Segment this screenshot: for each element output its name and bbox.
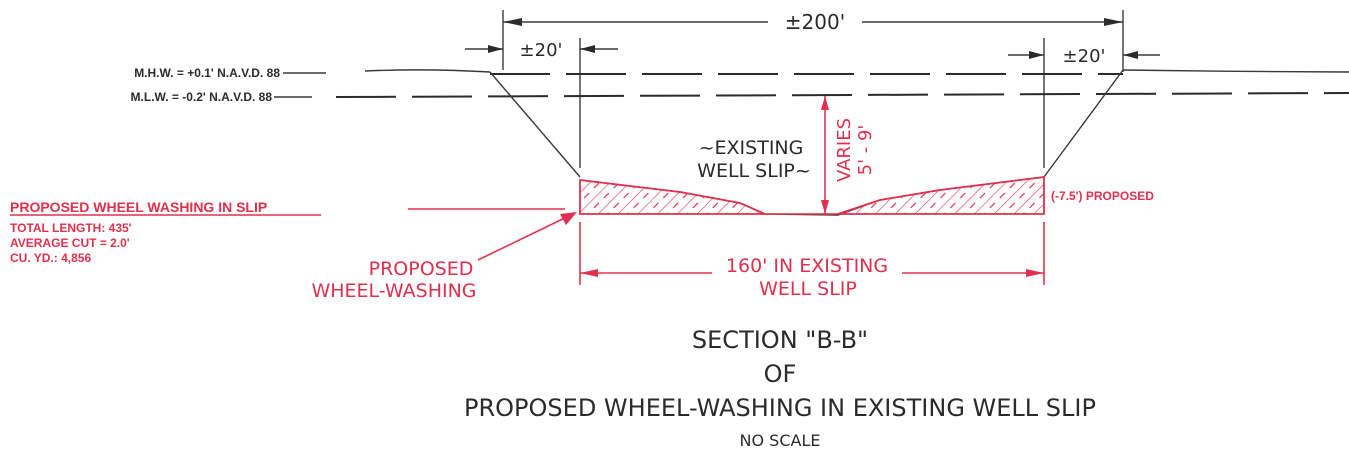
ground-line-left bbox=[364, 69, 491, 73]
summary-total-length: TOTAL LENGTH: 435' bbox=[10, 221, 132, 235]
callout-leader bbox=[477, 212, 576, 261]
left-slope-dimension: ±20' bbox=[465, 38, 618, 168]
callout-arrowhead bbox=[560, 212, 577, 225]
summary-block: PROPOSED WHEEL WASHING IN SLIP TOTAL LEN… bbox=[10, 199, 321, 265]
left-side-slope bbox=[489, 71, 581, 178]
proposed-area-right bbox=[837, 175, 1045, 215]
left-slope-arrow-outer bbox=[488, 45, 503, 53]
callout-label-line2: WHEEL-WASHING bbox=[311, 280, 476, 302]
summary-average-cut: AVERAGE CUT = 2.0' bbox=[10, 236, 130, 250]
depth-varies-label: VARIES bbox=[834, 118, 855, 182]
section-title-line1: SECTION "B-B" bbox=[692, 326, 868, 354]
width-label-line2: WELL SLIP bbox=[759, 278, 857, 300]
depth-arrow-top bbox=[821, 96, 829, 110]
slip-width-dimension: 160' IN EXISTING WELL SLIP bbox=[579, 222, 1045, 300]
summary-title: PROPOSED WHEEL WASHING IN SLIP bbox=[10, 199, 267, 215]
section-title-line2: OF bbox=[764, 360, 797, 388]
width-arrow-right bbox=[1026, 269, 1044, 277]
water-levels: M.H.W. = +0.1' N.A.V.D. 88 M.L.W. = -0.2… bbox=[131, 66, 1349, 104]
wheel-washing-callout: PROPOSED WHEEL-WASHING bbox=[311, 212, 577, 302]
depth-arrow-bottom bbox=[821, 200, 829, 214]
summary-cu-yd: CU. YD.: 4,856 bbox=[10, 251, 91, 265]
depth-range-label: 5' - 9' bbox=[855, 125, 876, 176]
left-slope-label: ±20' bbox=[520, 40, 563, 61]
section-title-scale: NO SCALE bbox=[740, 431, 821, 450]
overall-width-dimension: ±200' bbox=[502, 10, 1124, 72]
section-title: SECTION "B-B" OF PROPOSED WHEEL-WASHING … bbox=[464, 326, 1096, 450]
existing-slip-label-line1: ~EXISTING bbox=[699, 137, 804, 159]
proposed-wheel-washing-area bbox=[408, 175, 1045, 215]
arrowhead-right bbox=[1104, 18, 1123, 26]
right-slope-label: ±20' bbox=[1063, 46, 1106, 67]
mlw-dashed-line bbox=[335, 92, 1349, 98]
existing-slip-label-line2: WELL SLIP~ bbox=[697, 160, 811, 182]
depth-dimension: VARIES 5' - 9' bbox=[821, 96, 876, 214]
ground-line-right bbox=[1122, 69, 1349, 73]
overall-width-label: ±200' bbox=[785, 10, 845, 34]
right-slope-dimension: ±20' bbox=[1008, 38, 1160, 168]
left-slope-arrow-inner bbox=[580, 45, 595, 53]
right-side-slope bbox=[1043, 69, 1124, 178]
elevation-note: (-7.5') PROPOSED bbox=[1051, 189, 1154, 203]
width-arrow-left bbox=[580, 269, 598, 277]
arrowhead-left bbox=[503, 18, 522, 26]
callout-label-line1: PROPOSED bbox=[369, 258, 474, 280]
right-slope-arrow-outer bbox=[1029, 51, 1044, 59]
mhw-label: M.H.W. = +0.1' N.A.V.D. 88 bbox=[134, 66, 280, 80]
section-title-line3: PROPOSED WHEEL-WASHING IN EXISTING WELL … bbox=[464, 394, 1096, 422]
right-slope-arrow-inner bbox=[1123, 51, 1138, 59]
width-label-line1: 160' IN EXISTING bbox=[726, 255, 888, 277]
proposed-area-left bbox=[579, 178, 766, 215]
mlw-label: M.L.W. = -0.2' N.A.V.D. 88 bbox=[131, 90, 273, 104]
